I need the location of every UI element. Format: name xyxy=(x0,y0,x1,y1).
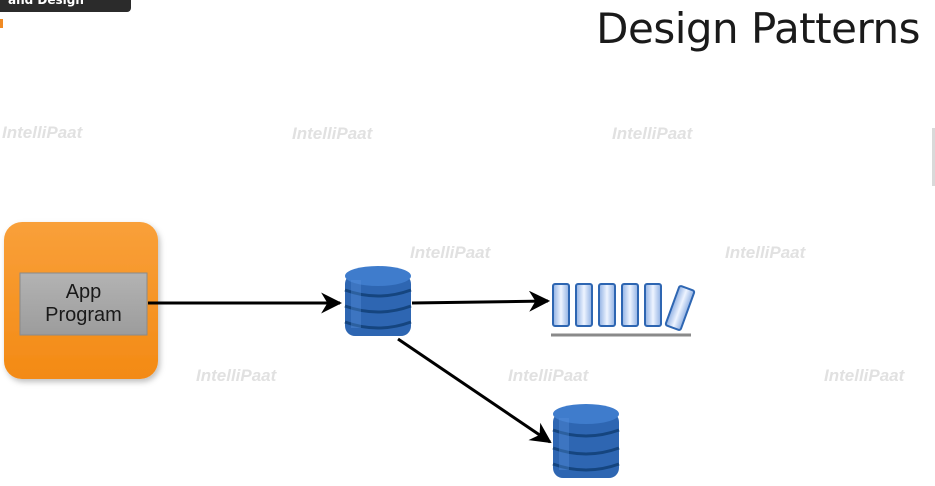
page-title: Design Patterns xyxy=(596,4,920,53)
watermark-text: IntelliPaat xyxy=(292,124,374,143)
watermark-text: IntelliPaat xyxy=(824,366,906,385)
corner-tag: and Design xyxy=(0,0,131,12)
app-program-label: App Program xyxy=(20,273,147,335)
database-icon xyxy=(344,266,412,336)
database-icon xyxy=(552,404,620,478)
watermark-text: IntelliPaat xyxy=(2,123,84,142)
app-label-line2: Program xyxy=(45,304,122,326)
arrow-db-to-db xyxy=(397,337,552,444)
watermark-text: IntelliPaat xyxy=(612,124,694,143)
watermark-text: IntelliPaat xyxy=(508,366,590,385)
watermark-text: IntelliPaat xyxy=(725,243,807,262)
watermark-text: IntelliPaat xyxy=(410,243,492,262)
right-edge-strip xyxy=(932,128,935,186)
watermarks: IntelliPaat IntelliPaat IntelliPaat Inte… xyxy=(2,123,906,385)
arrow-db-to-queue xyxy=(411,290,551,312)
queue-icon xyxy=(551,283,696,337)
app-program-box xyxy=(19,272,148,336)
watermark-text: IntelliPaat xyxy=(196,366,278,385)
app-label-line1: App xyxy=(65,281,102,303)
corner-accent xyxy=(0,19,3,28)
